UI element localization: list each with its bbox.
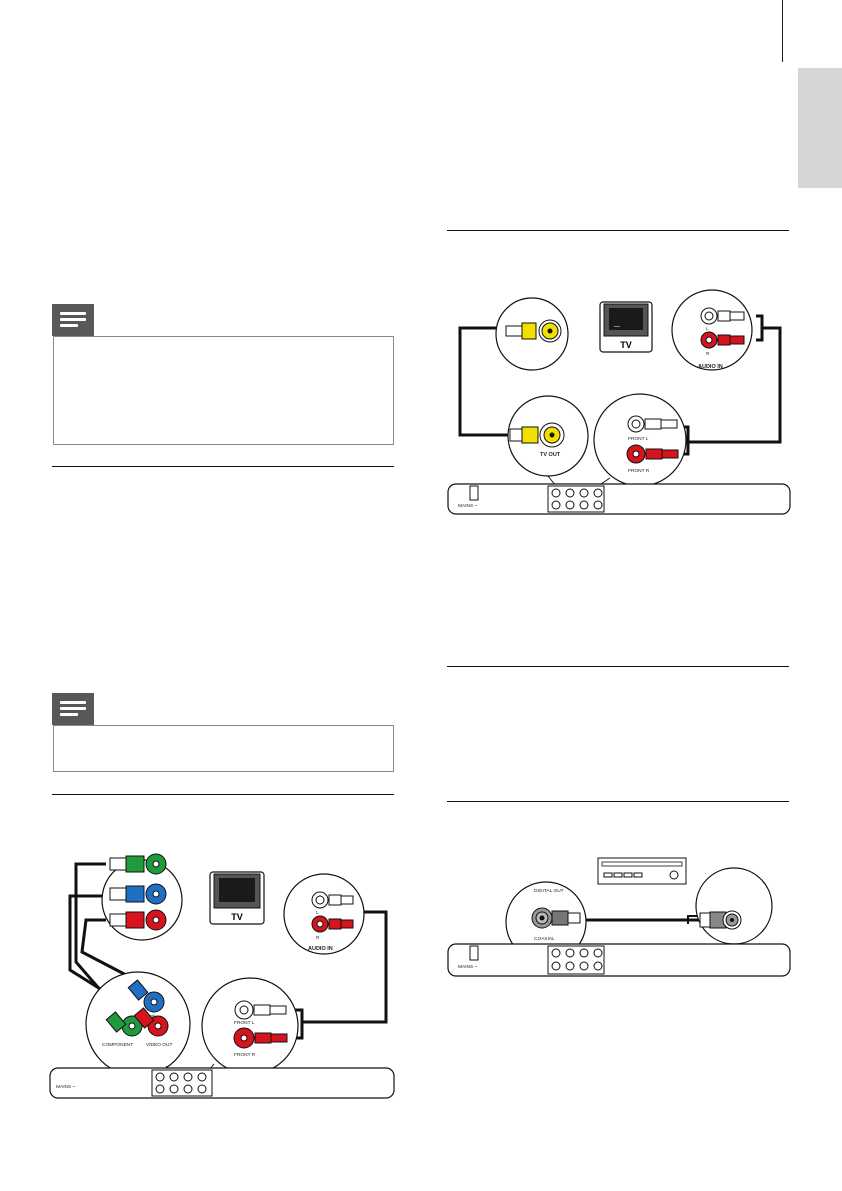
audio-in-label: AUDIO IN bbox=[698, 364, 723, 370]
note-icon bbox=[52, 304, 94, 336]
coaxial-connection-diagram: DIGITAL OUT COAXIAL MAINS ~ bbox=[447, 857, 791, 977]
note-box bbox=[53, 336, 394, 445]
audio-in-label: AUDIO IN bbox=[308, 946, 333, 952]
coaxial-label: COAXIAL bbox=[534, 936, 555, 942]
audio-l-label: L bbox=[316, 910, 319, 916]
language-tab bbox=[798, 68, 842, 188]
section-rule bbox=[52, 794, 394, 795]
tv-label: TV bbox=[620, 340, 632, 350]
front-l-label: FRONT L bbox=[234, 1020, 255, 1026]
component-connection-diagram: TV L R AUDIO IN Pb COMPONENT VIDEO OUT F… bbox=[49, 853, 395, 1099]
composite-connection-diagram: TV L R AUDIO IN TV OUT FRONT L FRONT R M… bbox=[447, 289, 791, 515]
note-icon bbox=[52, 693, 94, 725]
tv-label: TV bbox=[231, 912, 243, 922]
svg-text:MAINS ~: MAINS ~ bbox=[56, 1084, 76, 1090]
audio-r-label: R bbox=[316, 935, 320, 941]
svg-text:MAINS ~: MAINS ~ bbox=[458, 964, 478, 970]
svg-text:MAINS ~: MAINS ~ bbox=[458, 503, 478, 509]
section-rule bbox=[447, 666, 789, 667]
front-r-label: FRONT R bbox=[234, 1052, 256, 1058]
section-rule bbox=[52, 466, 394, 467]
video-out-label: VIDEO OUT bbox=[146, 1042, 172, 1048]
page-edge-mark bbox=[782, 0, 783, 62]
component-label: COMPONENT bbox=[102, 1042, 133, 1048]
front-r-label: FRONT R bbox=[628, 468, 650, 474]
note-box bbox=[53, 725, 394, 772]
digital-out-label: DIGITAL OUT bbox=[534, 888, 564, 894]
audio-l-label: L bbox=[706, 326, 709, 332]
front-l-label: FRONT L bbox=[628, 436, 649, 442]
svg-text:Pb: Pb bbox=[150, 1014, 156, 1020]
section-rule bbox=[447, 801, 789, 802]
tv-out-label: TV OUT bbox=[540, 452, 561, 458]
section-rule bbox=[447, 230, 789, 231]
audio-r-label: R bbox=[706, 351, 710, 357]
